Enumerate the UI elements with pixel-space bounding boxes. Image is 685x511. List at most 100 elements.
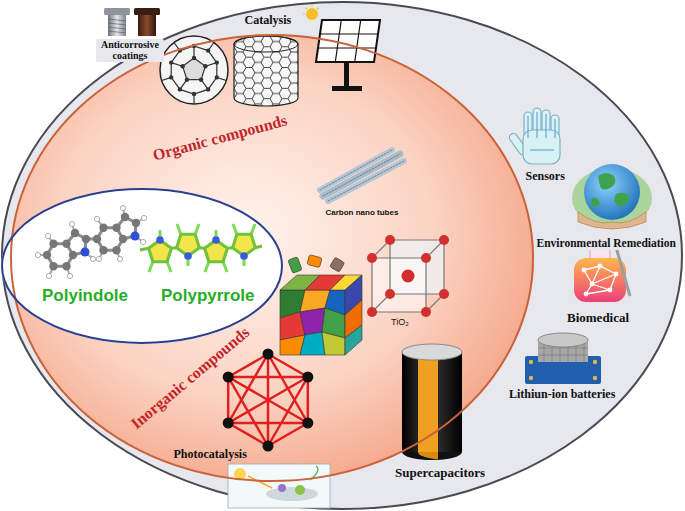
earth-in-hands-part	[590, 173, 630, 207]
polyindole-molecule	[35, 205, 146, 278]
text-slot: Supercapacitors	[395, 466, 485, 481]
polymer-region-fill-part	[1, 188, 283, 344]
polyindole-molecule-part-part	[96, 256, 101, 261]
fullerene-part-part	[215, 75, 219, 79]
tio2-crystal-cell-part	[367, 235, 449, 317]
polymer-ellipse-border	[2, 189, 282, 343]
fullerene-part-part	[215, 60, 219, 64]
grain-structure-cube-part	[307, 255, 322, 268]
polypyrrole-molecule-part-part	[240, 252, 248, 260]
grain-structure-cube-part	[300, 308, 325, 335]
polyindole-molecule-part-part	[69, 221, 74, 226]
polyindole-molecule-part-part	[35, 252, 40, 257]
biomedical-icon-part-part	[598, 264, 603, 269]
polyindole-molecule-part-part	[43, 251, 51, 259]
polyindole-molecule-part-part	[121, 213, 129, 221]
application-label: Lithiun-ion batteries	[507, 388, 617, 402]
gas-sensor-board-part-part	[593, 376, 597, 380]
network-graph-part-part	[263, 349, 274, 360]
biomedical-icon-part-part	[614, 272, 619, 277]
tio2-crystal-cell-part-part	[367, 307, 377, 317]
grain-structure-cube-part	[288, 257, 302, 274]
network-graph	[223, 349, 314, 452]
grain-structure-cube-part	[300, 332, 325, 355]
text-slot: Polypyrrole	[161, 286, 255, 306]
polyindole-molecule-part-part	[119, 235, 127, 243]
photocatalysis-scheme-part	[228, 464, 330, 508]
photocatalysis-scheme-part	[295, 485, 305, 495]
text-slot: Environmental Remediation	[535, 237, 678, 250]
text-slot: Inorganic compounds	[127, 323, 253, 433]
photocatalysis-scheme-part	[248, 476, 272, 488]
supercapacitor-cylinder-part	[402, 344, 462, 360]
fullerene-part-part	[185, 78, 189, 82]
compound-ellipse-border	[11, 35, 533, 481]
polypyrrole-molecule-part-part	[212, 236, 220, 244]
application-label: Anticorrosive coatings	[96, 39, 164, 62]
photocatalysis-scheme	[228, 464, 330, 508]
polymer-label: Polypyrrole	[161, 286, 255, 306]
anticorrosive-icon-part	[108, 19, 126, 33]
compound-class-label: Inorganic compounds	[127, 323, 253, 433]
carbon-nanotube-cylinder-part	[230, 30, 302, 110]
earth-in-hands	[572, 164, 652, 229]
polyindole-molecule-part-part	[46, 273, 51, 278]
polyindole-molecule-part-part	[112, 246, 120, 254]
solar-panel-icon-part	[303, 4, 319, 14]
gas-sensor-board-part-part	[529, 360, 533, 364]
text-slot: TiO₂	[391, 317, 409, 327]
tio2-crystal-cell-part-part	[385, 289, 395, 299]
polyindole-molecule-part-part	[120, 205, 125, 210]
application-label: Photocatalysis	[174, 448, 247, 462]
network-graph-part-part	[223, 418, 234, 429]
application-label: Catalysis	[245, 14, 292, 28]
tio2-crystal-cell	[367, 235, 449, 317]
fullerene-part-part	[206, 48, 210, 52]
biomedical-icon-part-part	[590, 282, 595, 287]
grain-structure-cube-part	[322, 332, 345, 355]
fullerene-part-part	[192, 56, 196, 60]
network-graph-part-part	[302, 418, 313, 429]
tio2-crystal-cell-part-part	[385, 235, 395, 245]
sensor-glove-part-part	[523, 130, 560, 164]
polypyrrole-molecule-part	[149, 234, 256, 261]
solar-panel-icon-part	[332, 86, 362, 91]
network-graph-part-part	[223, 372, 234, 383]
tio2-crystal-cell-part-part	[439, 235, 449, 245]
fullerene-part-part	[169, 75, 173, 79]
nanotube-bundle	[320, 150, 404, 201]
compound-ellipse: PolyindolePolypyrroleOrganic compoundsIn…	[10, 34, 534, 482]
network-graph-part-part	[263, 441, 274, 452]
supercapacitor-cylinder-part	[402, 352, 462, 452]
gas-sensor-board-part	[529, 360, 597, 380]
polyindole-molecule-part-part	[71, 229, 79, 237]
figure-caption: Carbon nano tubes	[326, 208, 399, 217]
solar-panel-icon-part	[316, 20, 380, 62]
polyindole-molecule-part-part	[49, 262, 57, 270]
network-graph-part-part	[302, 372, 313, 383]
polyindole-molecule-part-part	[49, 240, 57, 248]
biomedical-icon-part	[584, 266, 616, 294]
polyindole-molecule-part-part	[99, 224, 107, 232]
polyindole-molecule-part-part	[69, 251, 77, 259]
polyindole-molecule-part-part	[112, 224, 120, 232]
polyindole-molecule-part-part	[62, 262, 70, 270]
compound-class-label: Organic compounds	[151, 111, 289, 165]
polyindole-molecule-part-part	[82, 235, 90, 243]
polyindole-molecule-part-part	[99, 246, 107, 254]
compound-ellipse-outline	[10, 34, 534, 482]
polyindole-molecule-part-part	[67, 273, 72, 278]
polyindole-molecule-part	[81, 232, 140, 257]
polyindole-molecule-part-part	[45, 233, 50, 238]
solar-panel-icon-part	[344, 62, 349, 88]
polyindole-molecule-part	[35, 205, 146, 278]
earth-in-hands-part	[584, 164, 640, 220]
fullerene-part	[169, 44, 219, 96]
grain-structure-cube	[280, 255, 362, 355]
polyindole-molecule-part-part	[117, 256, 122, 261]
anticorrosive-icon	[104, 8, 160, 36]
carbon-nanotube-cylinder-part	[234, 36, 298, 106]
